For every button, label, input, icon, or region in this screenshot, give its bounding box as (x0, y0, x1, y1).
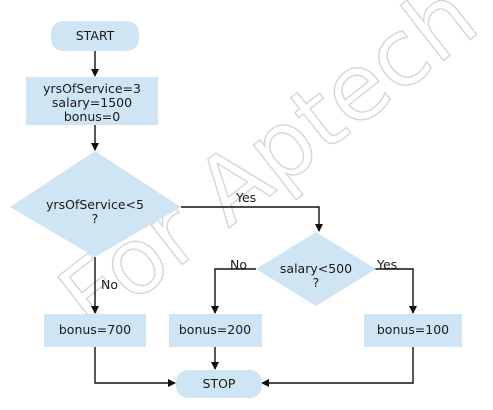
edge-bonus100-to-stop (261, 347, 414, 387)
decision-years-line-1: yrsOfService<5 (46, 197, 144, 212)
init-line-3: bonus=0 (64, 109, 120, 124)
stop-node: STOP (176, 370, 262, 398)
bonus-100-label: bonus=100 (377, 322, 449, 337)
bonus-100-node: bonus=100 (364, 314, 462, 347)
stop-label: STOP (203, 376, 236, 391)
edge-decision-salary-no (211, 268, 256, 314)
bonus-700-node: bonus=700 (44, 314, 146, 347)
initialization-node: yrsOfService=3 salary=1500 bonus=0 (26, 77, 158, 125)
decision-salary-line-1: salary<500 (280, 261, 352, 276)
decision-years-line-2: ? (92, 211, 99, 226)
edge-decision-years-yes (181, 206, 323, 232)
edge-label-years-yes: Yes (235, 190, 256, 205)
edge-decision-salary-yes (375, 268, 417, 314)
decision-years-node: yrsOfService<5 ? (10, 151, 181, 257)
edge-label-years-no: No (101, 277, 118, 292)
start-node: START (51, 21, 139, 51)
init-line-2: salary=1500 (52, 95, 132, 110)
start-label: START (76, 28, 115, 43)
bonus-700-label: bonus=700 (59, 322, 131, 337)
decision-salary-node: salary<500 ? (256, 232, 376, 306)
edge-label-salary-yes: Yes (376, 257, 397, 272)
init-line-1: yrsOfService=3 (43, 81, 141, 96)
bonus-200-label: bonus=200 (179, 322, 251, 337)
edge-bonus700-to-stop (94, 347, 176, 387)
decision-salary-line-2: ? (313, 275, 320, 290)
edge-label-salary-no: No (230, 257, 247, 272)
bonus-200-node: bonus=200 (169, 314, 262, 347)
